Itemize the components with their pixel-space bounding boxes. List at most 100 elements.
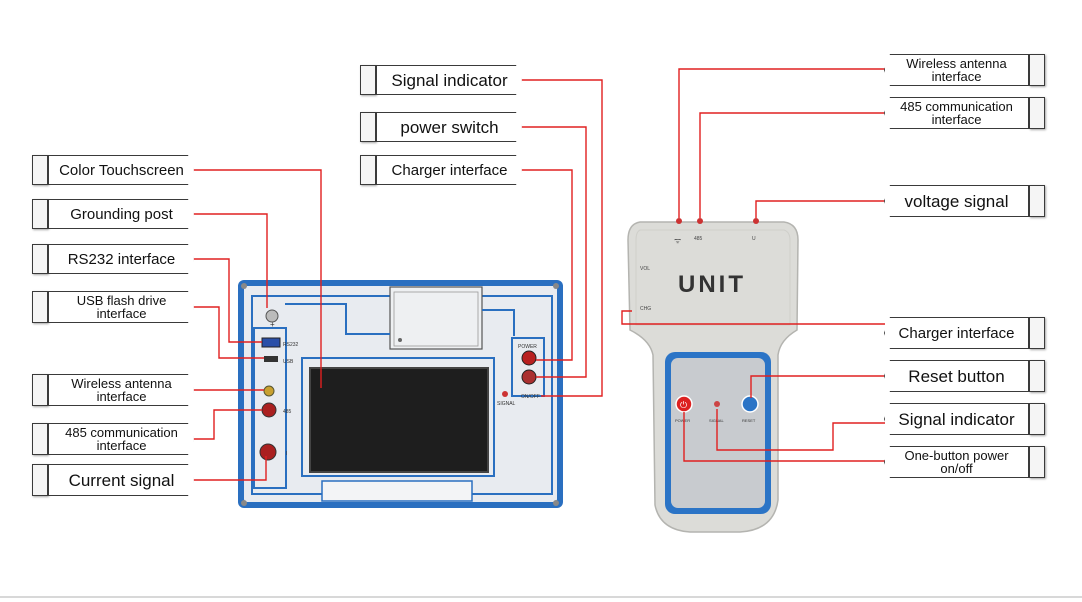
voltage-top-label: U <box>752 236 756 242</box>
callout-label: power switch <box>376 112 522 142</box>
leader-color-touchscreen <box>193 169 322 388</box>
printer-cover <box>389 286 483 350</box>
power-switch-knob <box>521 350 537 366</box>
callout-label: Charger interface <box>884 317 1029 349</box>
callout-signal-indicator-middle: Signal indicator <box>360 65 522 95</box>
callout-tab <box>360 65 376 95</box>
callout-label: Wireless antenna interface <box>884 54 1029 86</box>
grounding-post-knob <box>265 309 279 323</box>
svg-text:+: + <box>270 320 275 329</box>
callout-label: RS232 interface <box>48 244 194 274</box>
leader-rs232 <box>193 258 262 343</box>
onoff-label: ON/OFF <box>521 394 540 400</box>
com485-top-label: 485 <box>694 236 703 242</box>
rs232-port <box>261 337 281 348</box>
callout-charger-interface-right: Charger interface <box>884 317 1045 349</box>
callout-tab <box>32 423 48 455</box>
callout-tab <box>1029 360 1045 392</box>
charger-port-main <box>521 369 537 385</box>
reset-button-label: RESET <box>742 418 756 423</box>
callout-tab <box>360 155 376 185</box>
callout-reset-button: Reset button <box>884 360 1045 392</box>
callout-color-touchscreen: Color Touchscreen <box>32 155 194 185</box>
leader-current-signal <box>193 456 267 481</box>
rs232-port-label: RS232 <box>283 342 299 348</box>
leader-usb <box>193 306 264 359</box>
callout-tab <box>32 199 48 229</box>
callout-charger-interface-middle: Charger interface <box>360 155 522 185</box>
callout-label: 485 communication interface <box>48 423 194 455</box>
reset-button-knob <box>741 395 759 413</box>
leader-wireless-right <box>678 68 885 218</box>
callout-label: Color Touchscreen <box>48 155 194 185</box>
callout-tab <box>1029 54 1045 86</box>
antenna-glyph-label: ᯤ <box>674 236 681 245</box>
handheld-brand: UNIT <box>678 271 746 298</box>
antenna-port <box>263 385 275 397</box>
leader-signal-indicator-middle <box>521 79 603 397</box>
callout-current-signal: Current signal <box>32 464 194 496</box>
com485-port-label: 485 <box>283 409 292 415</box>
signal-panel-label: SIGNAL <box>497 401 516 407</box>
callout-voltage-signal: voltage signal <box>884 185 1045 217</box>
callout-rs232-interface: RS232 interface <box>32 244 194 274</box>
callout-tab <box>1029 185 1045 217</box>
callout-tab <box>360 112 376 142</box>
callout-label: 485 communication interface <box>884 97 1029 129</box>
com485-port <box>261 402 277 418</box>
power-button-label: POWER <box>675 418 690 423</box>
usb-port <box>264 356 278 362</box>
callout-label: USB flash drive interface <box>48 291 194 323</box>
callout-power-switch: power switch <box>360 112 522 142</box>
callout-label: Signal indicator <box>376 65 522 95</box>
leader-charger-right <box>621 310 885 325</box>
callout-tab <box>1029 403 1045 435</box>
leader-one-button-power <box>683 412 885 462</box>
callout-tab <box>1029 317 1045 349</box>
callout-tab <box>1029 97 1045 129</box>
callout-label: One-button power on/off <box>884 446 1029 478</box>
bottom-divider <box>0 596 1082 598</box>
signal-led-main <box>502 391 508 397</box>
callout-label: Current signal <box>48 464 194 496</box>
leader-power-switch <box>521 126 587 378</box>
handheld-unit: UNIT ᯤ 485 U VOL CHG ⏻ POWER SIGNAL RESE… <box>627 218 799 533</box>
leader-485-left <box>193 409 262 440</box>
current-port-label: I <box>286 451 287 457</box>
chg-side-label: CHG <box>640 306 651 312</box>
leader-reset-button <box>750 375 885 398</box>
callout-wireless-antenna-interface-left: Wireless antenna interface <box>32 374 194 406</box>
callout-label: Signal indicator <box>884 403 1029 435</box>
callout-label: Charger interface <box>376 155 522 185</box>
callout-label: voltage signal <box>884 185 1029 217</box>
main-unit: + RS232 USB 485 I POWER ON/OFF SIGNAL <box>238 280 563 508</box>
callout-signal-indicator-right: Signal indicator <box>884 403 1045 435</box>
callout-label: Wireless antenna interface <box>48 374 194 406</box>
callout-label: Reset button <box>884 360 1029 392</box>
leader-grounding-post <box>193 213 268 308</box>
callout-485-communication-interface-right: 485 communication interface <box>884 97 1045 129</box>
callout-485-communication-interface-left: 485 communication interface <box>32 423 194 455</box>
callout-tab <box>32 374 48 406</box>
power-panel-label: POWER <box>518 344 537 350</box>
callout-label: Grounding post <box>48 199 194 229</box>
callout-tab <box>32 291 48 323</box>
callout-tab <box>32 155 48 185</box>
callout-tab <box>1029 446 1045 478</box>
leader-voltage-signal <box>755 200 885 218</box>
callout-wireless-antenna-interface-right: Wireless antenna interface <box>884 54 1045 86</box>
callout-grounding-post: Grounding post <box>32 199 194 229</box>
usb-port-label: USB <box>283 359 294 365</box>
leader-charger-middle <box>521 169 573 361</box>
leader-lines <box>193 68 885 481</box>
leader-485-right <box>699 112 885 218</box>
callout-one-button-power: One-button power on/off <box>884 446 1045 478</box>
vol-side-label: VOL <box>640 266 650 272</box>
signal-led-handheld <box>714 401 720 407</box>
callout-tab <box>32 244 48 274</box>
current-port <box>259 443 277 461</box>
callout-tab <box>32 464 48 496</box>
leader-signal-indicator-right <box>716 409 885 451</box>
